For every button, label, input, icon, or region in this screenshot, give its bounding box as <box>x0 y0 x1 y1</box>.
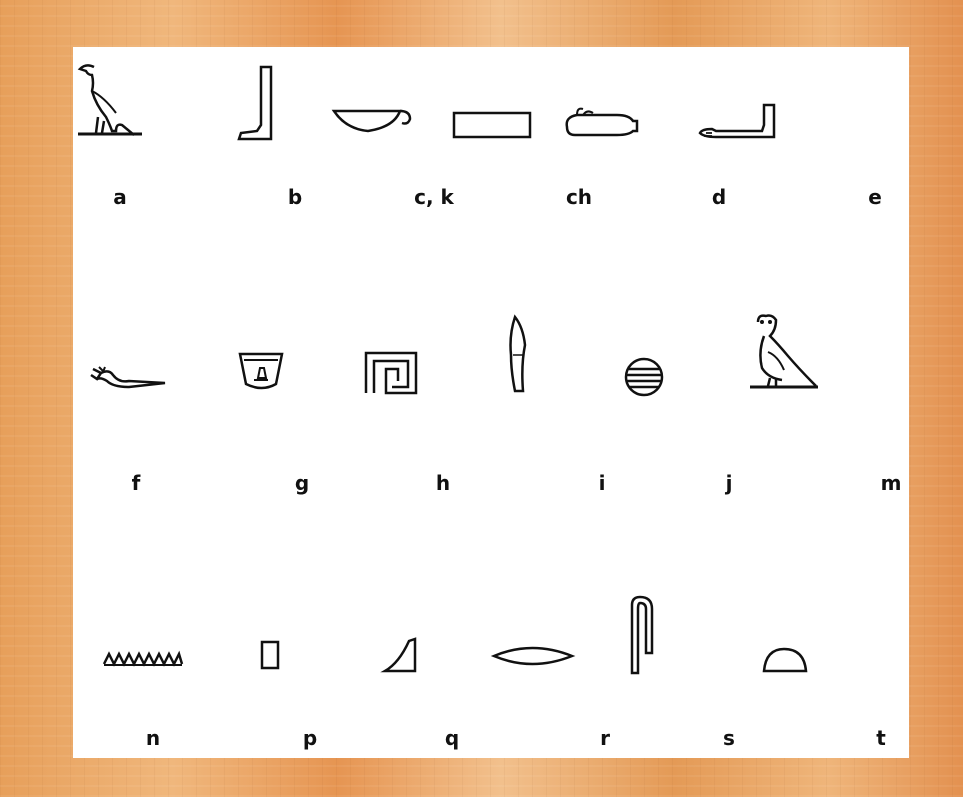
label-m: m <box>861 473 921 493</box>
label-h: h <box>413 473 473 493</box>
folded-cloth-icon <box>628 595 658 675</box>
label-d: d <box>689 187 749 207</box>
label-q: q <box>422 728 482 748</box>
jar-icon <box>563 103 639 137</box>
stool-icon <box>452 111 532 139</box>
label-a: a <box>90 187 150 207</box>
label-ch: ch <box>549 187 609 207</box>
owl-icon <box>748 312 820 390</box>
bread-loaf-icon <box>762 647 808 673</box>
label-r: r <box>575 728 635 748</box>
label-f: f <box>106 473 166 493</box>
hill-slope-icon <box>383 637 417 673</box>
label-t: t <box>851 728 911 748</box>
water-ripple-icon <box>102 650 184 668</box>
jar-stand-icon <box>238 350 284 392</box>
label-g: g <box>272 473 332 493</box>
twisted-flax-icon <box>364 351 418 395</box>
mouth-icon <box>492 644 574 668</box>
label-b: b <box>265 187 325 207</box>
vulture-icon <box>76 61 142 137</box>
basket-icon <box>332 107 414 137</box>
label-c-k: c, k <box>404 187 464 207</box>
reed-leaf-icon <box>505 315 529 393</box>
label-p: p <box>280 728 340 748</box>
label-s: s <box>699 728 759 748</box>
label-n: n <box>123 728 183 748</box>
label-e: e <box>845 187 905 207</box>
label-j: j <box>699 473 759 493</box>
sieve-icon <box>623 357 665 397</box>
mat-icon <box>260 640 280 670</box>
hieroglyph-alphabet-panel: a b c, k ch d e <box>73 47 909 758</box>
label-i: i <box>572 473 632 493</box>
arm-hand-icon <box>698 103 780 139</box>
leg-icon <box>235 65 285 141</box>
horned-viper-icon <box>89 363 167 391</box>
